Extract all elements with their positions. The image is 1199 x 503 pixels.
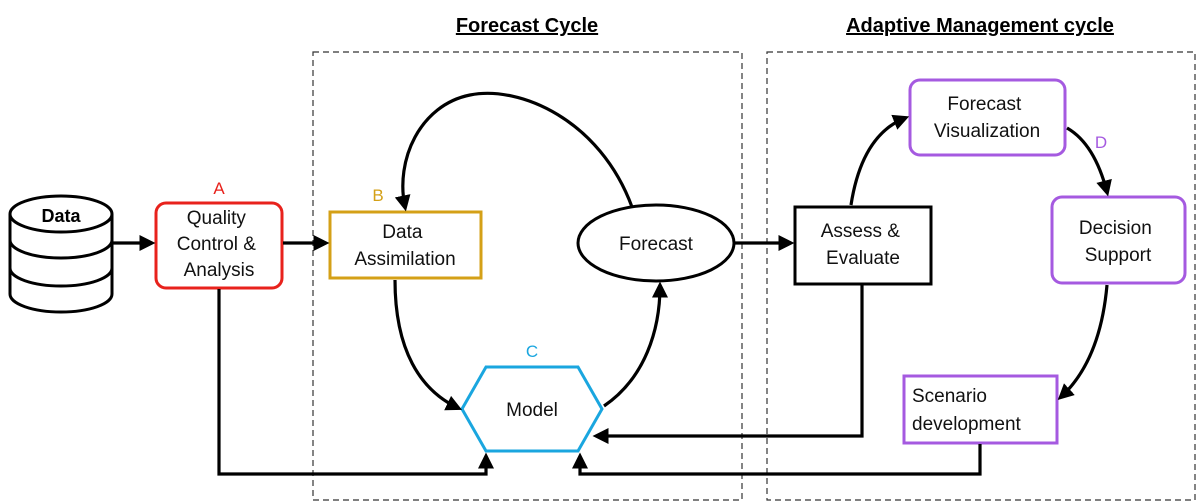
forecast-label: Forecast xyxy=(619,234,694,255)
arrow-scenario-to-model xyxy=(572,444,982,476)
arrow-visualization-to-decision xyxy=(1066,126,1112,197)
quality-control-letter: A xyxy=(213,179,225,198)
data-assimilation-box xyxy=(328,210,483,280)
arrow-assess-to-visualization xyxy=(849,114,910,206)
quality-control-box xyxy=(154,201,284,290)
scenario-development-label: Scenario development xyxy=(912,386,1022,435)
model-hexagon xyxy=(460,365,604,453)
decision-support-label: Decision Support xyxy=(1079,218,1157,266)
arrow-quality-to-model xyxy=(217,289,494,476)
decision-support-box xyxy=(1050,195,1187,285)
arrow-forecast-to-assimilation xyxy=(394,91,634,212)
data-label: Data xyxy=(41,206,81,226)
scenario-development-box xyxy=(902,374,1059,445)
quality-control-label: Quality Control & Analysis xyxy=(177,208,261,281)
data-database-icon xyxy=(8,194,114,314)
forecast-visualization-box xyxy=(908,78,1067,157)
arrow-assimilation-to-model xyxy=(393,279,463,411)
data-assimilation-letter: B xyxy=(372,186,383,205)
model-letter: C xyxy=(526,342,538,361)
adaptive-cycle-title: Adaptive Management cycle xyxy=(846,15,1114,37)
forecast-ellipse xyxy=(576,203,736,283)
assess-evaluate-box xyxy=(793,205,933,286)
model-label: Model xyxy=(506,400,558,421)
forecast-cycle-frame xyxy=(312,51,743,501)
adaptive-cycle-frame xyxy=(766,51,1196,501)
arrow-assess-to-model xyxy=(592,285,864,444)
forecast-visualization-letter: D xyxy=(1095,133,1107,152)
forecast-visualization-label: Forecast Visualization xyxy=(934,94,1040,142)
arrow-decision-to-scenario xyxy=(1057,284,1109,401)
data-assimilation-label: Data Assimilation xyxy=(354,222,455,270)
forecast-cycle-title: Forecast Cycle xyxy=(456,15,598,37)
assess-evaluate-label: Assess & Evaluate xyxy=(821,221,905,269)
arrow-model-to-forecast xyxy=(603,281,668,408)
